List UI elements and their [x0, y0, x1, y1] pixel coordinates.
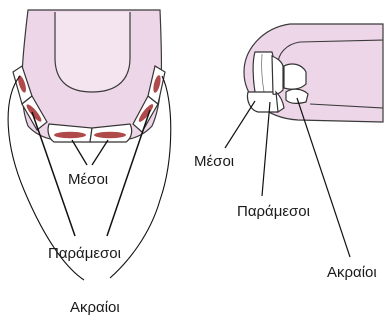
- left-central-leaders: [72, 140, 108, 165]
- right-corner-incisor: [284, 64, 308, 103]
- label-lateral-right: Παράμεσοι: [237, 204, 310, 219]
- label-lateral-left: Παράμεσοι: [48, 246, 121, 261]
- left-palate-groove: [55, 12, 130, 92]
- label-central-right: Μέσοι: [194, 154, 234, 169]
- label-corner-right: Ακραίοι: [327, 265, 377, 280]
- label-corner-left: Ακραίοι: [70, 300, 120, 315]
- right-leaders: [225, 98, 350, 257]
- left-occlusal-view: [8, 10, 171, 280]
- right-central-leader: [225, 101, 255, 148]
- right-profile-view: [225, 24, 383, 257]
- right-corner-leader: [297, 98, 350, 257]
- right-central-incisor: [253, 52, 274, 94]
- right-lateral-leader: [262, 102, 270, 196]
- label-central-left: Μέσοι: [68, 172, 108, 187]
